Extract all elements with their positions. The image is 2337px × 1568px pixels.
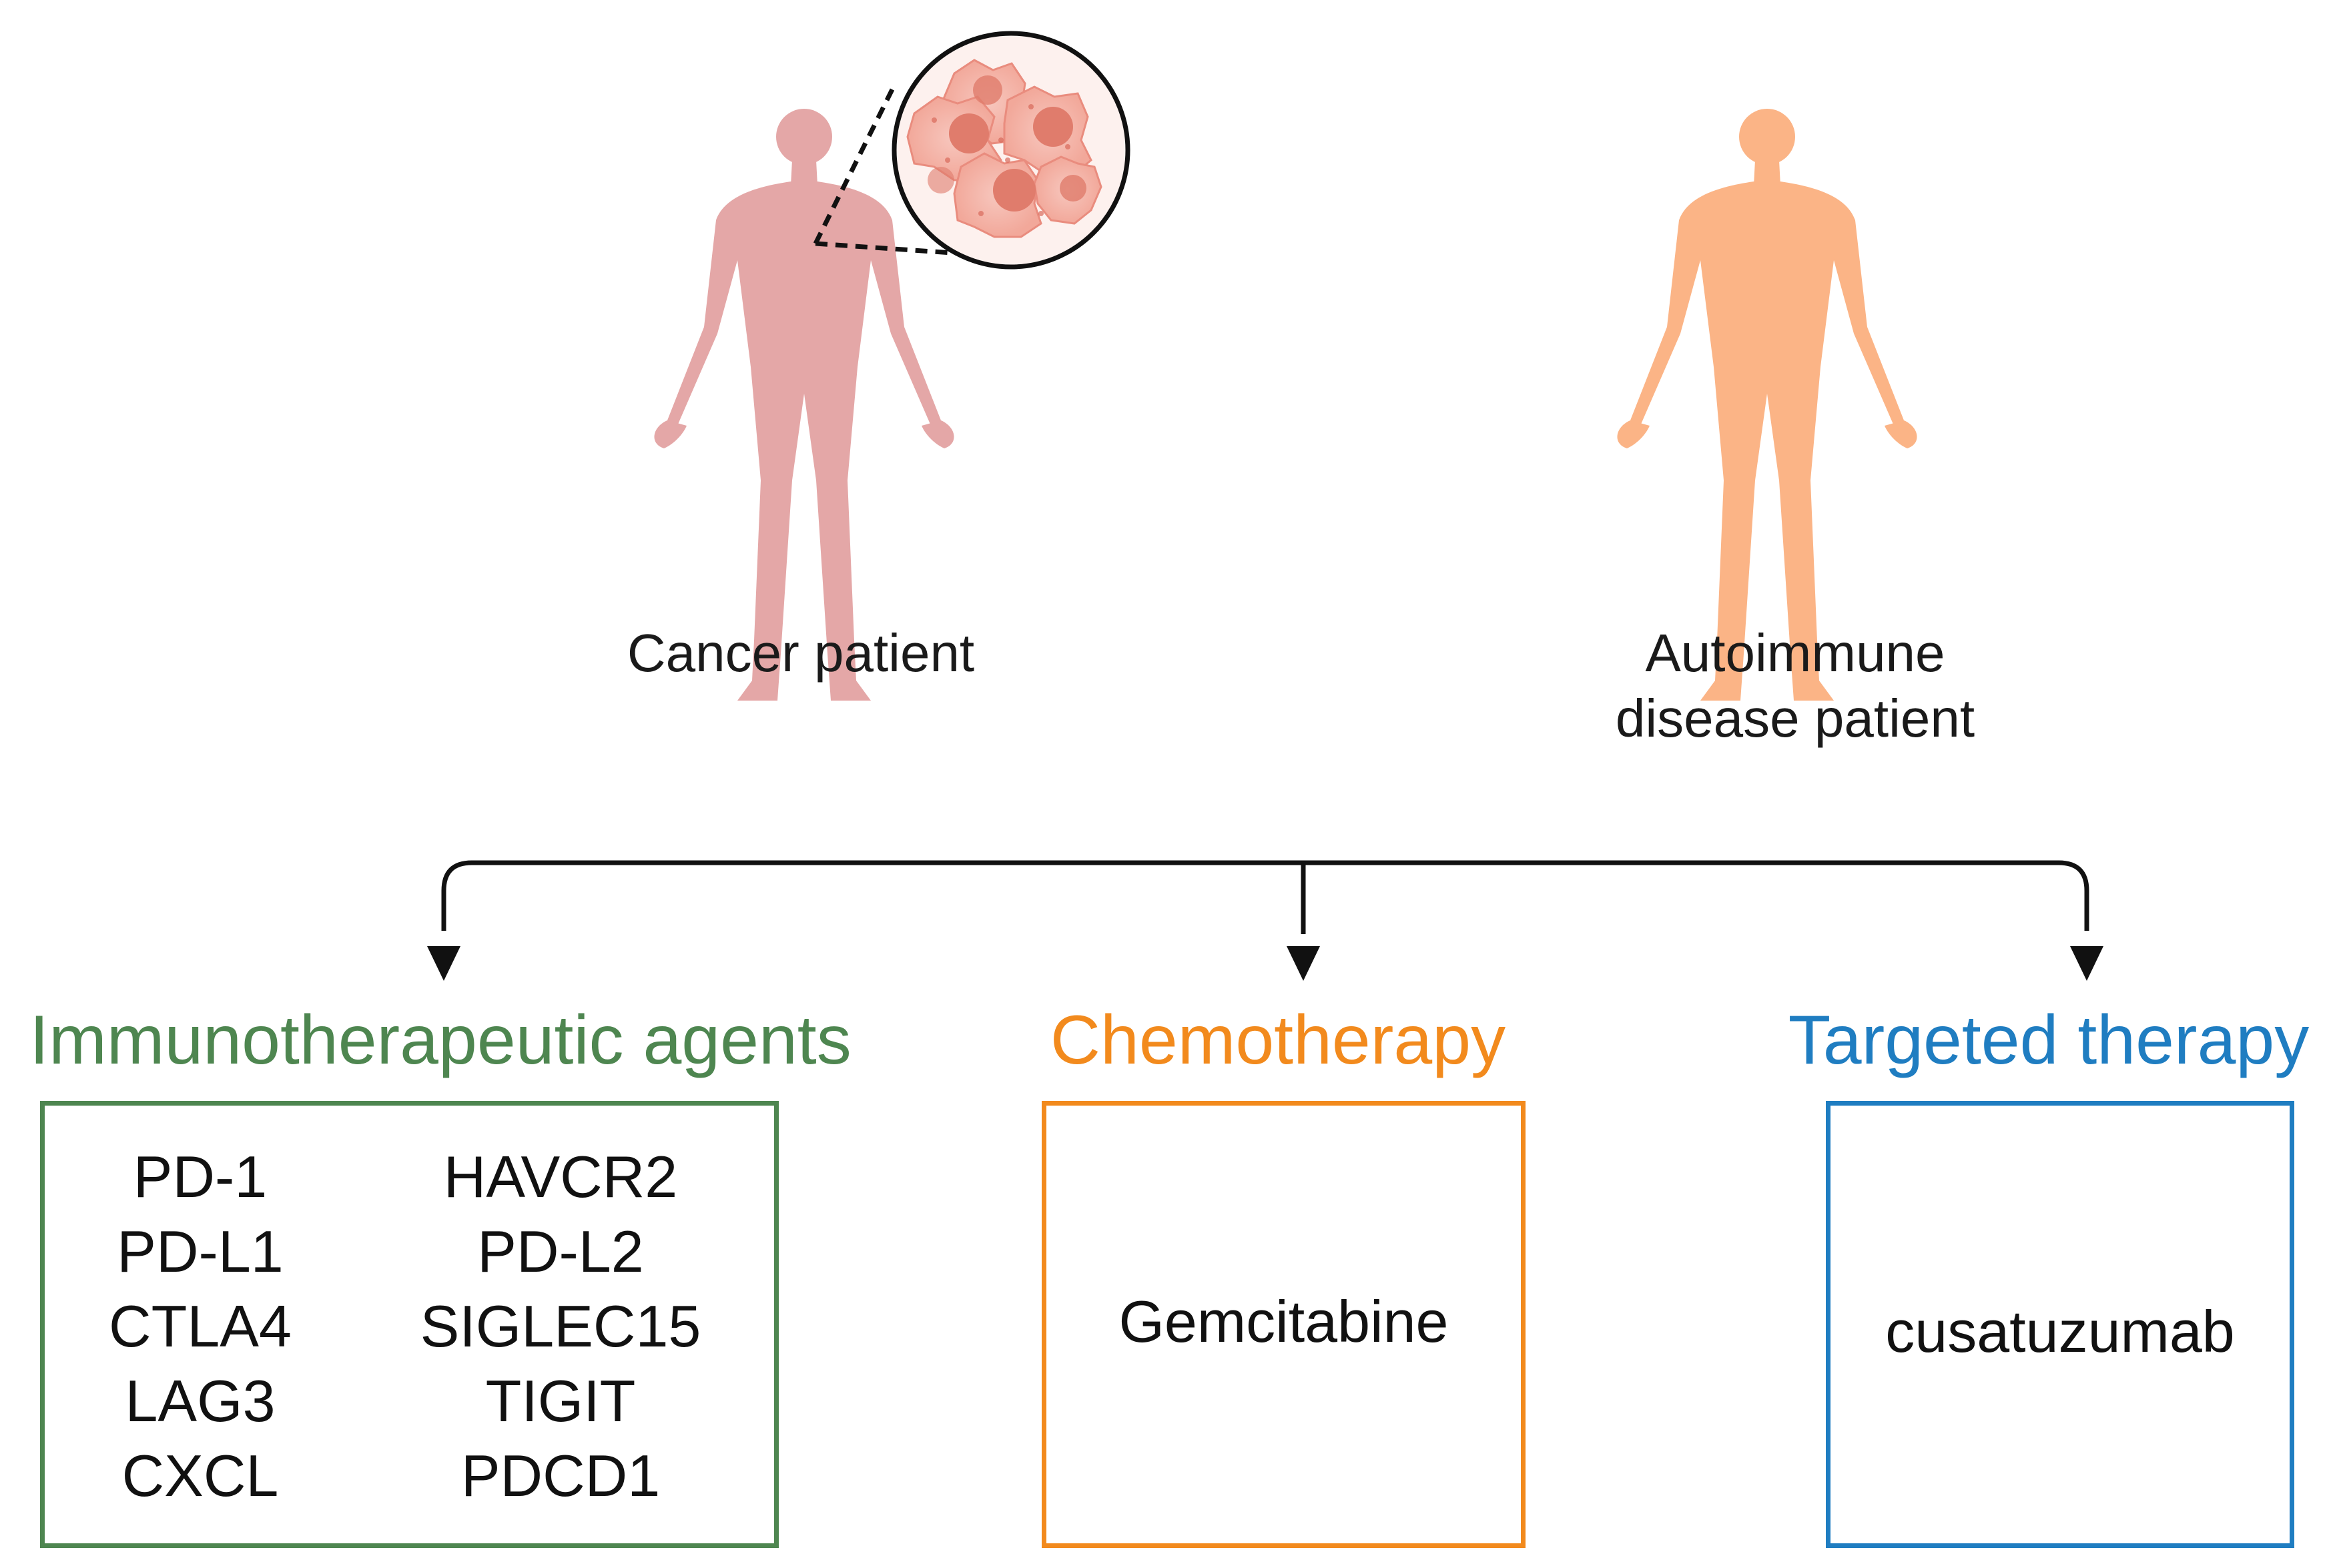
immuno-item: PDCD1: [460, 1443, 661, 1509]
immuno-left-column: PD-1 PD-L1 CTLA4 LAG3 CXCL: [67, 1140, 334, 1513]
autoimmune-label-line1: Autoimmune: [1645, 623, 1945, 683]
tumor-cells-icon: [892, 31, 1130, 270]
arrow-to-chemo: [1287, 946, 1320, 981]
arrow-to-immuno: [427, 946, 460, 981]
immuno-item: PD-L2: [477, 1218, 644, 1284]
immuno-item: PD-L1: [117, 1218, 284, 1284]
immunotherapy-title: Immunotherapeutic agents: [29, 1002, 852, 1079]
immuno-item: LAG3: [125, 1368, 276, 1434]
zoom-callout-lines: [813, 84, 1002, 259]
autoimmune-patient-figure-icon: [1617, 109, 1917, 701]
autoimmune-patient-label: Autoimmune disease patient: [1528, 621, 2062, 751]
immuno-item: TIGIT: [485, 1368, 636, 1434]
chemotherapy-item: Gemcitabine: [1118, 1288, 1449, 1354]
chemotherapy-title: Chemotherapy: [1050, 1002, 1506, 1079]
targeted-therapy-title: Targeted therapy: [1788, 1002, 2310, 1079]
cancer-patient-label: Cancer patient: [627, 623, 975, 683]
targeted-therapy-box: [1826, 1101, 2294, 1548]
immuno-item: PD-1: [133, 1144, 268, 1210]
immuno-right-column: HAVCR2 PD-L2 SIGLEC15 TIGIT PDCD1: [387, 1140, 734, 1513]
immuno-item: CTLA4: [109, 1293, 292, 1359]
cancer-patient-figure-icon: [654, 109, 954, 701]
branch-arrows: [441, 860, 2089, 934]
immuno-item: SIGLEC15: [420, 1293, 701, 1359]
immunotherapy-box: [40, 1101, 779, 1548]
chemotherapy-box: [1042, 1101, 1526, 1548]
immuno-item: HAVCR2: [443, 1144, 678, 1210]
arrowheads: [427, 946, 2103, 981]
targeted-therapy-item: cusatuzumab: [1885, 1298, 2235, 1364]
autoimmune-label-line2: disease patient: [1615, 688, 1975, 748]
immuno-item: CXCL: [121, 1443, 279, 1509]
arrow-to-targeted: [2070, 946, 2103, 981]
